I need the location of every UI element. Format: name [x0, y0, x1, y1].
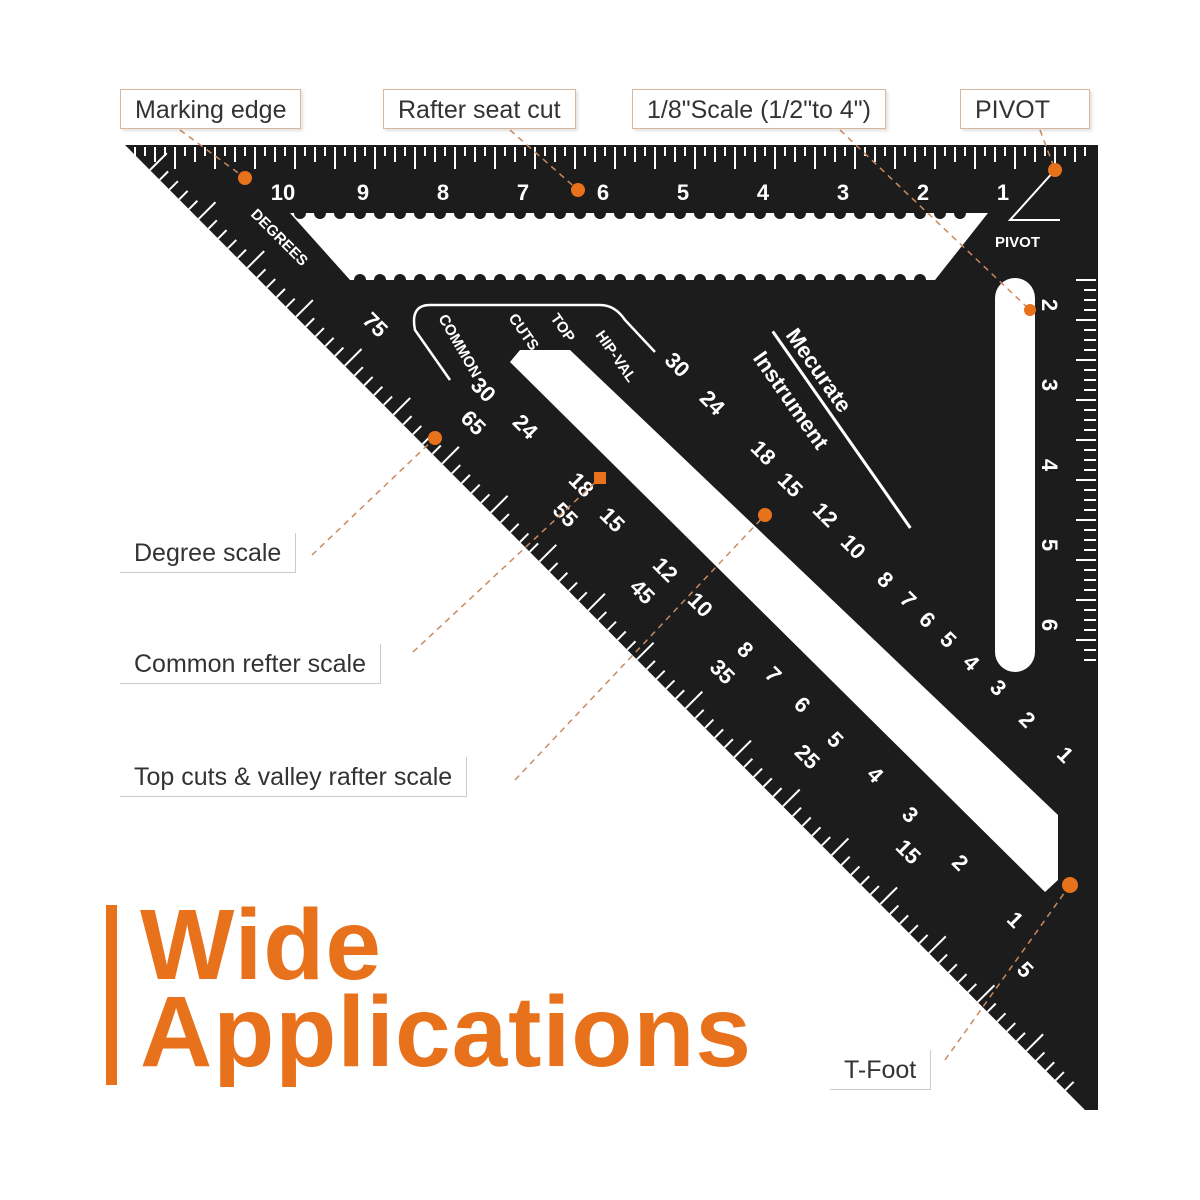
right-scale-number: 6 — [1037, 619, 1062, 631]
callout-t-foot: T-Foot — [830, 1050, 932, 1090]
cuts-arrow — [412, 303, 656, 381]
top-slot — [290, 213, 988, 280]
callout-rafter-seat-cut: Rafter seat cut — [383, 89, 576, 129]
callout-pivot: PIVOT — [960, 89, 1090, 129]
callout-dots — [238, 163, 1078, 893]
top-scale-number: 2 — [917, 180, 929, 205]
callout-top-cuts: Top cuts & valley rafter scale — [120, 757, 468, 797]
ruler-ticks — [134, 147, 1096, 1091]
leader-lines — [179, 129, 1071, 1061]
top-scale-number: 7 — [517, 180, 529, 205]
right-inch-scale: 2 3 4 5 6 — [1037, 299, 1062, 631]
callout-scale: 1/8"Scale (1/2"to 4") — [632, 89, 886, 129]
top-scale-number: 10 — [271, 180, 295, 205]
pivot-marker — [1007, 169, 1060, 221]
top-scale-number: 8 — [437, 180, 449, 205]
right-scale-number: 2 — [1037, 299, 1062, 311]
top-scale-number: 1 — [997, 180, 1009, 205]
slot-teeth — [294, 207, 966, 286]
top-scale-number: 4 — [757, 180, 770, 205]
right-scale-number: 3 — [1037, 379, 1062, 391]
vertical-slot — [995, 278, 1035, 672]
headline-line1: Wide — [140, 889, 382, 1001]
top-scale-number: 6 — [597, 180, 609, 205]
callout-common-rafter-scale: Common refter scale — [120, 644, 382, 684]
callout-marking-edge: Marking edge — [120, 89, 302, 129]
accent-bar — [106, 905, 117, 1085]
pivot-engraving: PIVOT — [995, 234, 1040, 251]
top-scale-number: 9 — [357, 180, 369, 205]
top-inch-scale: 10 9 8 7 6 5 4 3 2 1 — [271, 180, 1009, 205]
right-scale-number: 4 — [1037, 459, 1062, 472]
top-scale-number: 5 — [677, 180, 689, 205]
right-scale-number: 5 — [1037, 539, 1062, 551]
headline-line2: Applications — [140, 976, 753, 1088]
callout-degree-scale: Degree scale — [120, 533, 297, 573]
top-scale-number: 3 — [837, 180, 849, 205]
diagonal-slot — [510, 350, 1058, 892]
